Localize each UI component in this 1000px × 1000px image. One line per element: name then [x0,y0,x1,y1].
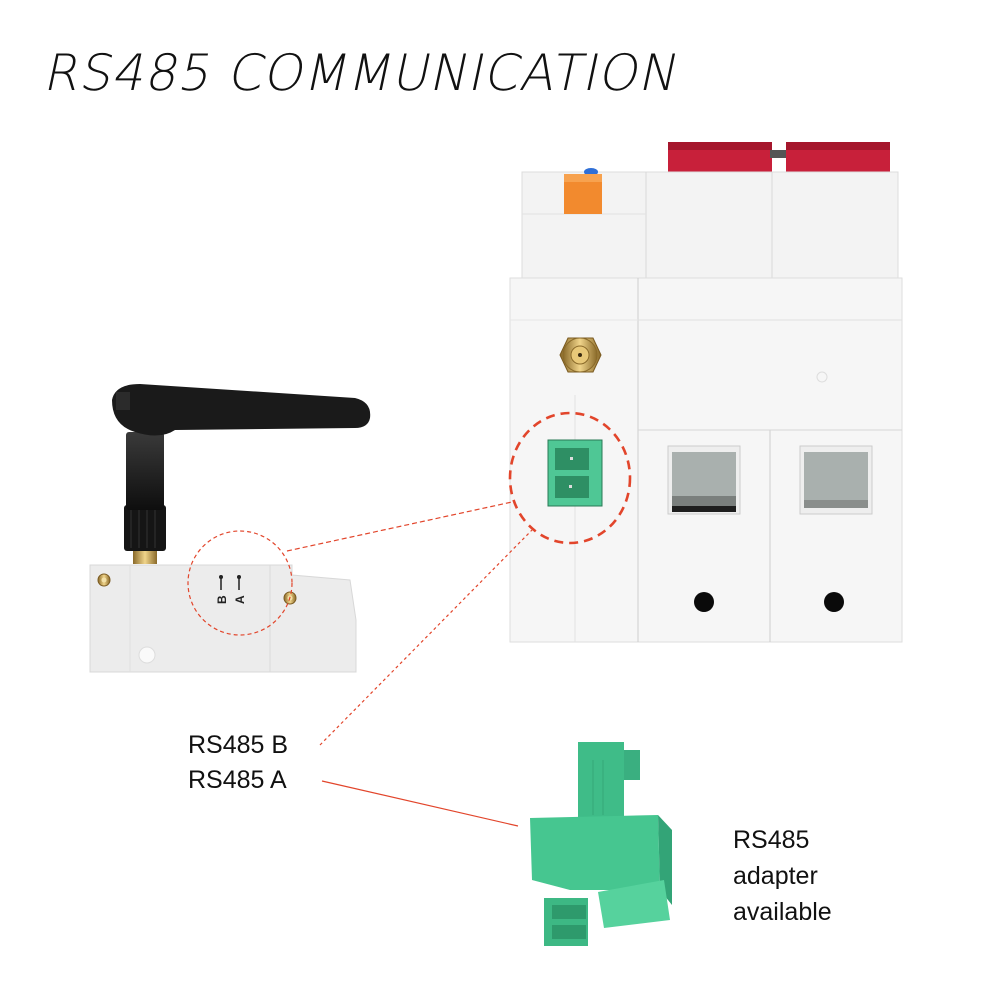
red-handle-left [668,142,772,176]
circuit-breaker-device [509,142,903,643]
antenna [112,384,371,564]
adapter-availability-note: RS485 adapter available [733,822,832,930]
red-handle-right [786,142,890,176]
terminal-a-mark: A [233,595,247,604]
rs485-adapter-plug [530,742,672,946]
rs485-terminal-block [547,439,603,507]
terminal-markings: B A [215,575,247,604]
adapter-note-line-1: RS485 [733,826,810,854]
adapter-note-line-2: adapter [733,862,818,890]
callout-circle-terminal [508,411,632,545]
callout-lines [187,411,632,827]
callout-label-rs485-b: RS485 B [188,731,289,759]
callout-circle-module [187,530,293,636]
indicator-window-left [667,445,741,515]
wireless-module: B A [89,384,371,673]
screw-hole-right [824,592,844,612]
terminal-b-mark: B [215,595,229,604]
indicator-window-right [799,445,873,515]
callout-label-rs485-a: RS485 A [188,766,287,794]
sma-antenna-connector [559,337,602,373]
screw-hole-left [694,592,714,612]
adapter-note-line-3: available [733,898,832,926]
